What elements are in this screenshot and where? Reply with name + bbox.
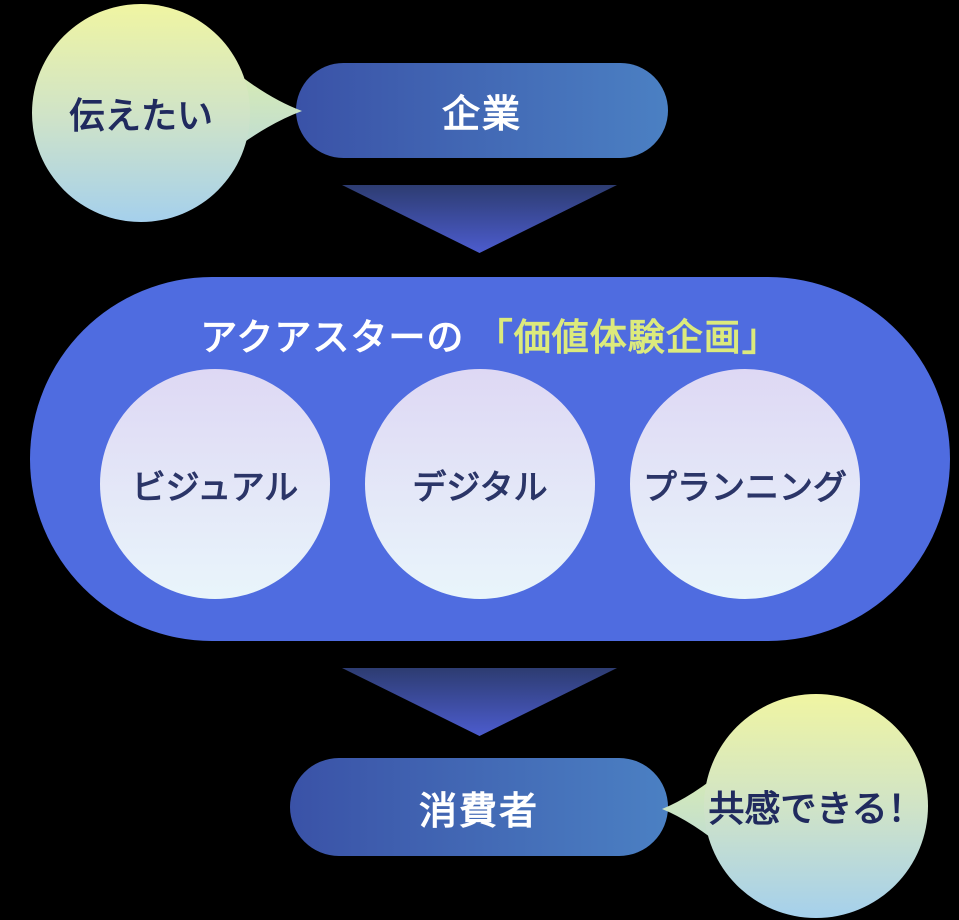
company-pill-label: 企業	[441, 94, 522, 136]
capability-circle-planning: プランニング	[630, 369, 860, 599]
consumer-pill-label: 消費者	[418, 790, 539, 833]
value-box-title-prefix: アクアスターの	[200, 317, 465, 358]
capability-circle-digital-label: デジタル	[412, 468, 548, 507]
company-pill: 企業	[296, 63, 668, 158]
arrow-down-icon-top	[342, 185, 617, 253]
capability-circle-visual: ビジュアル	[100, 369, 330, 599]
value-box-title: アクアスターの 「価値体験企画」	[30, 307, 950, 361]
speech-bubble-empathy-label: 共感できる！	[708, 788, 924, 829]
capability-circle-planning-label: プランニング	[643, 468, 847, 507]
speech-bubble-intent: 伝えたい	[32, 4, 250, 222]
consumer-pill: 消費者	[290, 758, 668, 856]
speech-bubble-intent-label: 伝えたい	[68, 95, 213, 136]
capability-circle-digital: デジタル	[365, 369, 595, 599]
speech-bubble-empathy: 共感できる！	[704, 694, 928, 918]
value-box-title-highlight: 「価値体験企画」	[475, 317, 780, 358]
capability-circle-visual-label: ビジュアル	[131, 468, 299, 507]
arrow-down-icon-bottom	[342, 668, 617, 736]
value-experience-box: アクアスターの 「価値体験企画」 ビジュアル デジタル プランニング	[30, 277, 950, 641]
